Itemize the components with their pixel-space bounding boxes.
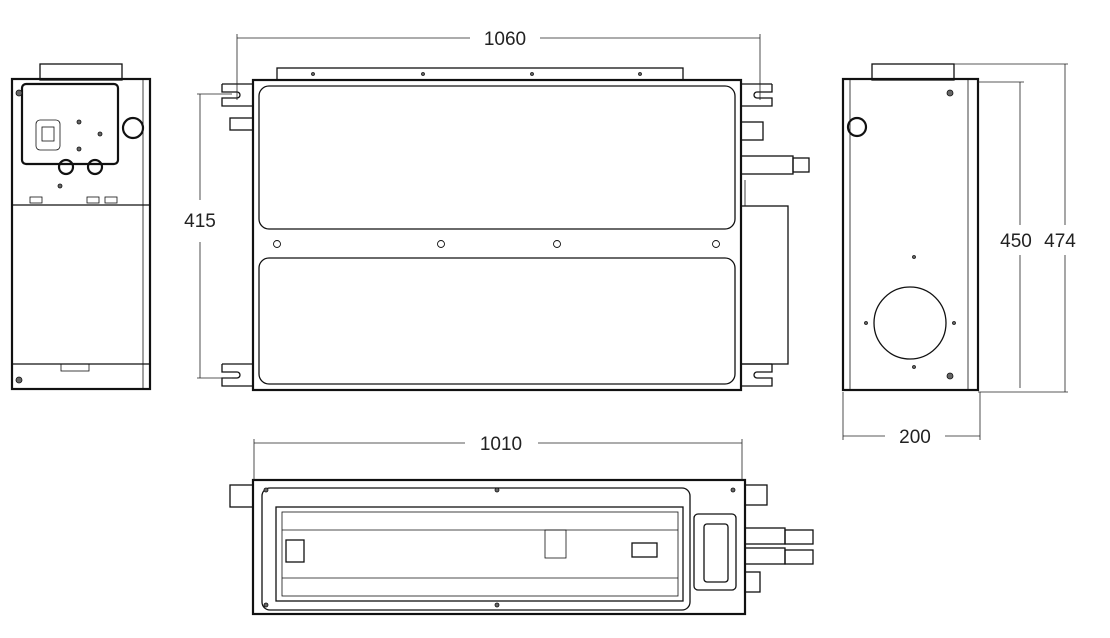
left-side-view: [10, 63, 152, 391]
dim-415: 415: [184, 93, 232, 379]
dim-label-415: 415: [184, 211, 216, 232]
dim-label-450: 450: [1000, 231, 1032, 252]
front-view: [221, 67, 810, 392]
dim-1060: 1060: [236, 29, 761, 100]
dim-450: 450: [978, 81, 1032, 388]
dim-label-200: 200: [899, 427, 931, 448]
dim-474: 474: [954, 63, 1076, 393]
right-side-view: [841, 63, 980, 392]
dim-200: 200: [842, 392, 981, 448]
dim-label-474: 474: [1044, 231, 1076, 252]
bottom-view: [229, 478, 814, 616]
dim-label-1010: 1010: [480, 434, 522, 455]
dim-label-1060: 1060: [484, 29, 526, 50]
dim-1010: 1010: [253, 434, 743, 480]
